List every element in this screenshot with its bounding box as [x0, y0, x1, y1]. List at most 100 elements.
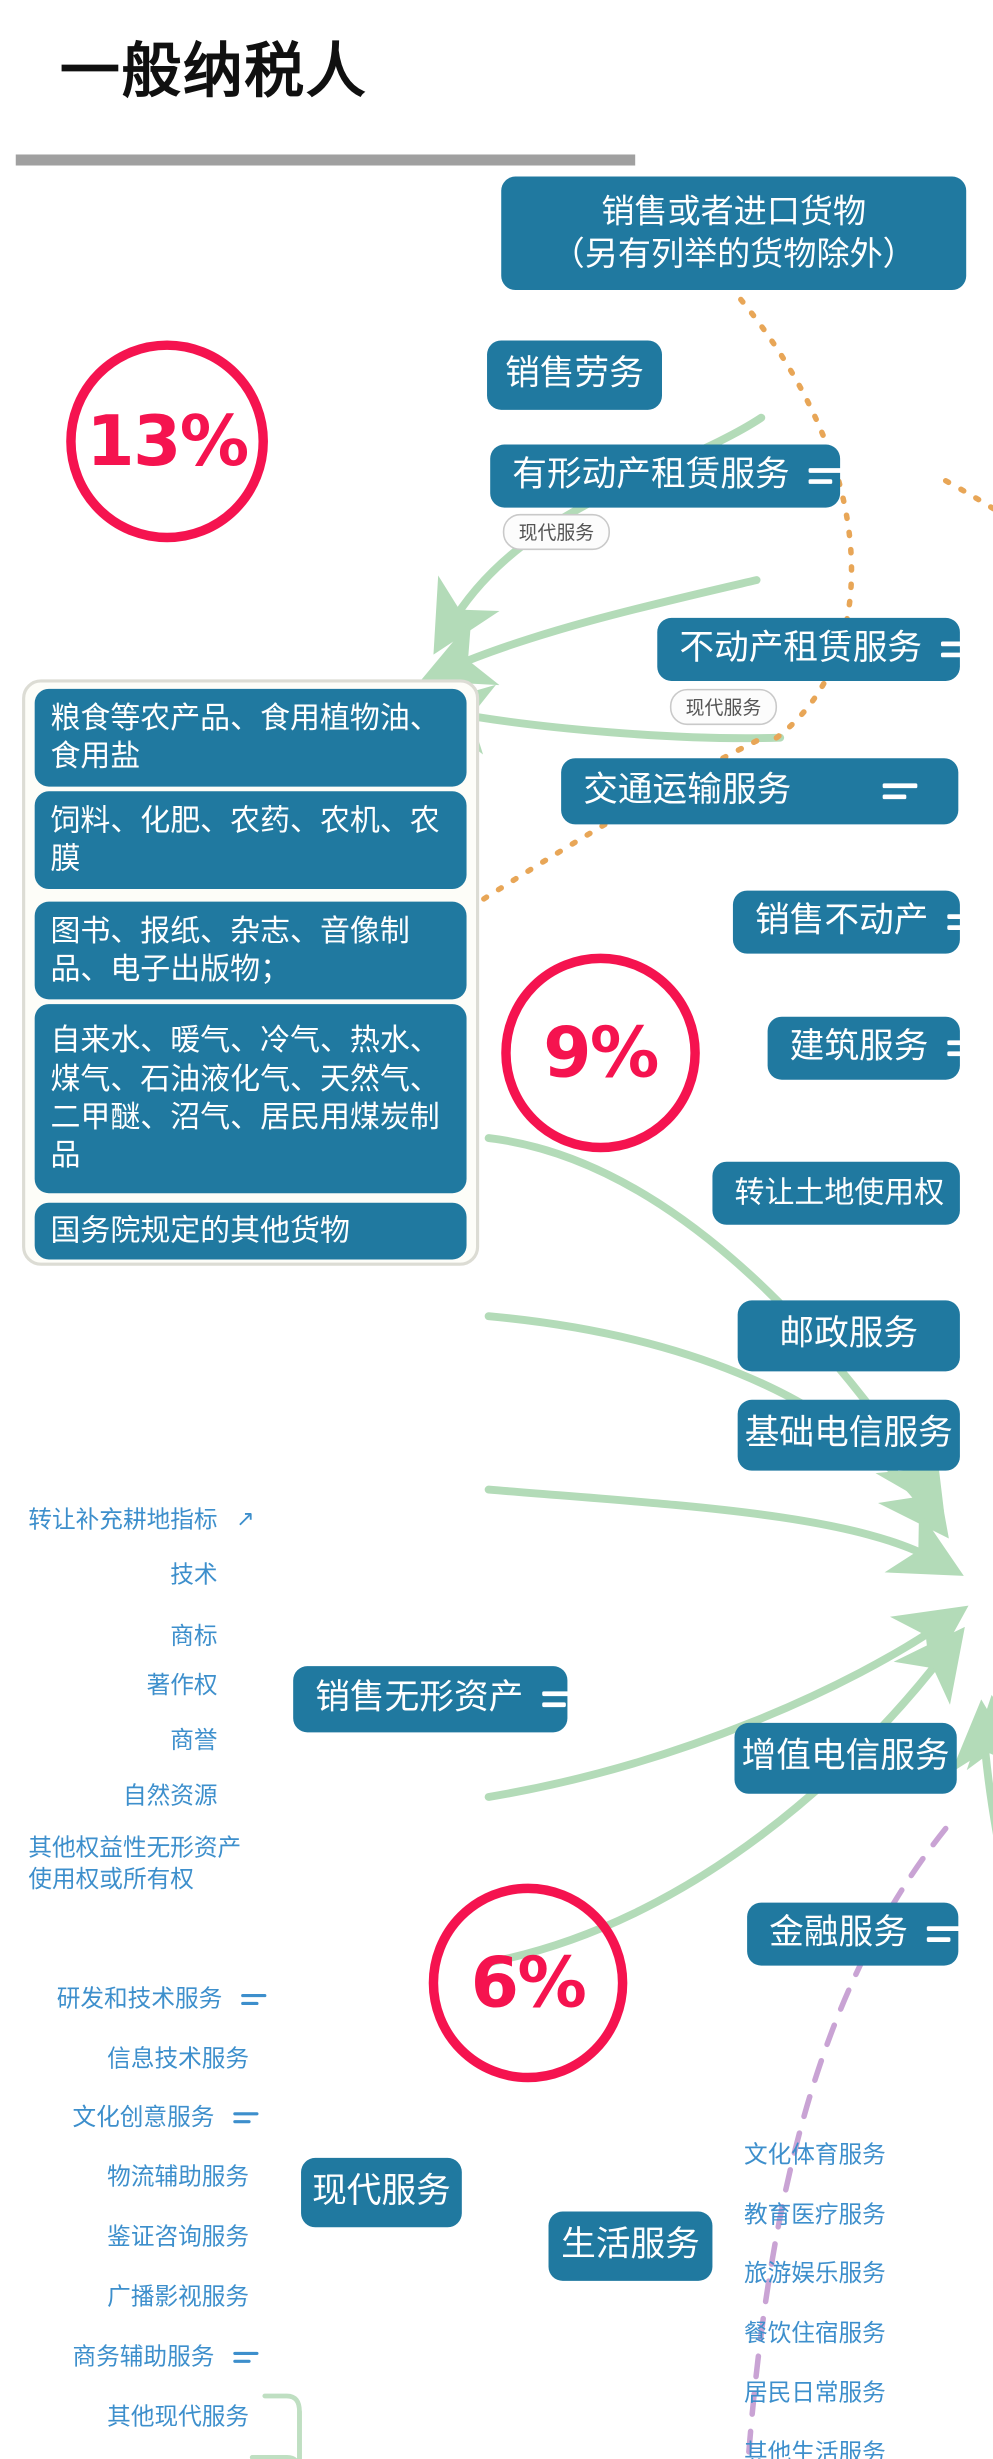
node-basic-telecom-service[interactable]: 基础电信服务	[737, 1399, 960, 1471]
leaf-life-5[interactable]: 其他生活服务	[744, 2439, 886, 2459]
leaf-label: 其他现代服务	[107, 2402, 250, 2431]
node-sell-intangible-assets[interactable]: 销售无形资产	[293, 1666, 577, 1733]
goods-item-label: 图书、报纸、杂志、音像制品、电子出版物；	[50, 913, 410, 987]
leaf-modern-5[interactable]: 广播影视服务	[107, 2282, 249, 2313]
goods-item-1[interactable]: 饲料、化肥、农药、农机、农膜	[34, 791, 467, 890]
leaf-life-3[interactable]: 餐饮住宿服务	[744, 2319, 886, 2350]
node-transport-service[interactable]: 交通运输服务	[561, 758, 959, 825]
leaf-label: 商誉	[170, 1726, 218, 1755]
leaf-label: 其他生活服务	[743, 2438, 886, 2459]
node-label: 销售无形资产	[315, 1678, 524, 1719]
leaf-label: 研发和技术服务	[56, 1984, 223, 2013]
node-value-added-telecom[interactable]: 增值电信服务	[734, 1722, 957, 1794]
node-sell-labor[interactable]: 销售劳务	[487, 340, 662, 410]
goods-item-label: 自来水、暖气、冷气、热水、煤气、石油液化气、天然气、二甲醚、沼气、居民用煤炭制品	[50, 1023, 440, 1174]
leaf-life-4[interactable]: 居民日常服务	[744, 2379, 886, 2410]
sub-list-icon[interactable]	[941, 635, 976, 663]
leaf-label: 信息技术服务	[107, 2044, 250, 2073]
node-modern-services[interactable]: 现代服务	[301, 2157, 462, 2228]
node-label: 转让土地使用权	[734, 1175, 945, 1211]
leaf-life-1[interactable]: 教育医疗服务	[744, 2200, 886, 2231]
node-label: 基础电信服务	[744, 1414, 953, 1454]
node-label: 生活服务	[561, 2225, 700, 2265]
node-label: 销售不动产	[754, 901, 929, 941]
external-link-icon[interactable]: ↗	[236, 1507, 255, 1533]
sub-list-icon[interactable]	[808, 462, 844, 490]
leaf-modern-4[interactable]: 鉴证咨询服务	[107, 2223, 249, 2254]
node-realty-lease[interactable]: 不动产租赁服务	[657, 617, 976, 681]
leaf-modern-3[interactable]: 物流辅助服务	[107, 2163, 249, 2194]
leaf-intangible-1[interactable]: 技术	[170, 1561, 217, 1592]
node-label-line2: （另有列举的货物除外）	[551, 234, 916, 273]
sub-list-icon[interactable]	[926, 1920, 962, 1948]
leaf-intangible-2[interactable]: 商标	[170, 1622, 217, 1653]
sub-list-icon[interactable]	[882, 777, 918, 805]
leaf-label: 其他权益性无形资产使用权或所有权	[28, 1833, 242, 1893]
sub-list-icon[interactable]	[947, 908, 982, 936]
rate-label-9: 9%	[543, 1012, 659, 1094]
leaf-life-0[interactable]: 文化体育服务	[744, 2141, 886, 2172]
leaf-modern-7[interactable]: 其他现代服务	[107, 2402, 249, 2433]
leaf-label: 鉴证咨询服务	[107, 2222, 250, 2251]
goods-item-label: 饲料、化肥、农药、农机、农膜	[50, 803, 440, 877]
leaf-modern-6[interactable]: 商务辅助服务	[73, 2342, 259, 2373]
leaf-label: 居民日常服务	[743, 2378, 886, 2407]
leaf-label: 商务辅助服务	[72, 2342, 215, 2371]
leaf-intangible-0[interactable]: 转让补充耕地指标 ↗	[28, 1505, 254, 1536]
leaf-intangible-4[interactable]: 商誉	[170, 1726, 217, 1757]
leaf-modern-0[interactable]: 研发和技术服务	[56, 1984, 267, 2016]
sub-list-icon[interactable]	[232, 2347, 259, 2367]
node-sell-realty[interactable]: 销售不动产	[732, 890, 982, 954]
tag-modern-service-realty: 现代服务	[669, 688, 778, 726]
leaf-label: 广播影视服务	[107, 2282, 250, 2311]
rate-circle-9: 9%	[501, 953, 700, 1153]
node-label: 建筑服务	[789, 1027, 929, 1068]
rate-circle-13: 13%	[66, 340, 268, 543]
node-label: 有形动产租赁服务	[512, 455, 790, 495]
node-financial-service[interactable]: 金融服务	[747, 1902, 962, 1966]
node-label: 交通运输服务	[583, 770, 792, 811]
leaf-label: 转让补充耕地指标	[28, 1505, 218, 1534]
leaf-intangible-5[interactable]: 自然资源	[123, 1781, 218, 1812]
node-sell-or-import-goods[interactable]: 销售或者进口货物 （另有列举的货物除外）	[501, 176, 967, 291]
goods-item-2[interactable]: 图书、报纸、杂志、音像制品、电子出版物；	[34, 901, 467, 1000]
node-label: 增值电信服务	[741, 1737, 950, 1778]
leaf-label: 文化创意服务	[72, 2102, 215, 2132]
node-transfer-land-use-right[interactable]: 转让土地使用权	[712, 1161, 993, 1225]
leaf-label: 文化体育服务	[743, 2140, 886, 2169]
node-label: 不动产租赁服务	[679, 628, 923, 669]
node-tangible-property-lease[interactable]: 有形动产租赁服务	[490, 444, 844, 508]
node-construction-service[interactable]: 建筑服务	[767, 1016, 982, 1080]
sub-list-icon[interactable]	[232, 2107, 259, 2127]
node-life-services[interactable]: 生活服务	[548, 2211, 713, 2281]
goods-item-4[interactable]: 国务院规定的其他货物	[34, 1202, 467, 1260]
node-label: 邮政服务	[779, 1315, 919, 1355]
leaf-life-2[interactable]: 旅游娱乐服务	[744, 2259, 886, 2290]
goods-item-0[interactable]: 粮食等农产品、食用植物油、食用盐	[34, 688, 467, 787]
goods-item-label: 国务院规定的其他货物	[50, 1213, 350, 1249]
sub-list-icon[interactable]	[542, 1685, 577, 1713]
leaf-modern-1[interactable]: 信息技术服务	[107, 2044, 249, 2075]
leaf-label: 商标	[170, 1621, 218, 1651]
node-label: 现代服务	[312, 2171, 451, 2212]
leaf-intangible-3[interactable]: 著作权	[147, 1671, 218, 1702]
goods-item-3[interactable]: 自来水、暖气、冷气、热水、煤气、石油液化气、天然气、二甲醚、沼气、居民用煤炭制品	[34, 1004, 467, 1194]
rate-circle-6: 6%	[428, 1883, 628, 2083]
rate-label-6: 6%	[470, 1942, 587, 2024]
leaf-label: 餐饮住宿服务	[743, 2318, 886, 2348]
leaf-label: 旅游娱乐服务	[743, 2258, 886, 2288]
node-label-line1: 销售或者进口货物	[601, 192, 867, 231]
leaf-intangible-6[interactable]: 其他权益性无形资产使用权或所有权	[28, 1833, 249, 1894]
node-label: 销售劳务	[505, 354, 644, 394]
node-postal-service[interactable]: 邮政服务	[737, 1300, 960, 1372]
tag-modern-service-tangible: 现代服务	[502, 513, 611, 551]
page-title: 一般纳税人	[59, 36, 368, 106]
title-divider	[15, 154, 636, 166]
sub-list-icon[interactable]	[240, 1989, 267, 2009]
leaf-label: 技术	[170, 1560, 218, 1589]
leaf-modern-2[interactable]: 文化创意服务	[73, 2103, 259, 2134]
sub-list-icon[interactable]	[947, 1034, 982, 1062]
node-label: 金融服务	[769, 1913, 908, 1953]
sub-list-icon[interactable]	[963, 1179, 993, 1207]
